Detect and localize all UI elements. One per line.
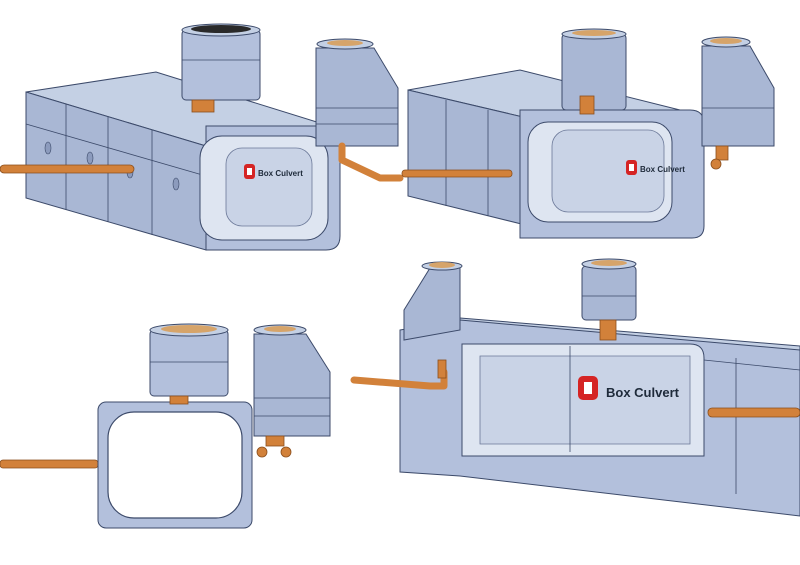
box-culvert-logo: Box Culvert <box>578 376 680 400</box>
inlet-pipe <box>0 164 135 174</box>
culvert-view-cross-section <box>0 323 331 529</box>
inlet-pipe-bent <box>350 368 448 390</box>
inlet-pipe <box>0 459 99 469</box>
inlet-pipe <box>401 169 513 178</box>
manhole-shaft-cutaway <box>561 28 627 115</box>
brand-label: Box Culvert <box>640 165 685 174</box>
manhole-shaft <box>181 23 261 113</box>
box-culvert-logo: Box Culvert <box>626 160 685 175</box>
manhole-shaft <box>581 258 637 341</box>
manhole-shaft <box>149 323 229 405</box>
culvert-view-longitudinal-cutaway: Box Culvert <box>350 258 800 517</box>
box-culvert-logo: Box Culvert <box>244 164 303 179</box>
manhole-shaft-offset <box>253 324 331 458</box>
manhole-shaft-offset <box>315 38 404 182</box>
manhole-shaft-cutaway <box>403 261 463 379</box>
culvert-view-section-perspective: Box Culvert <box>401 28 775 239</box>
manhole-shaft-offset <box>701 36 775 170</box>
culvert-view-front-perspective: Box Culvert <box>0 23 404 251</box>
outlet-pipe <box>707 407 800 418</box>
brand-label: Box Culvert <box>258 169 303 178</box>
brand-label: Box Culvert <box>606 385 680 400</box>
